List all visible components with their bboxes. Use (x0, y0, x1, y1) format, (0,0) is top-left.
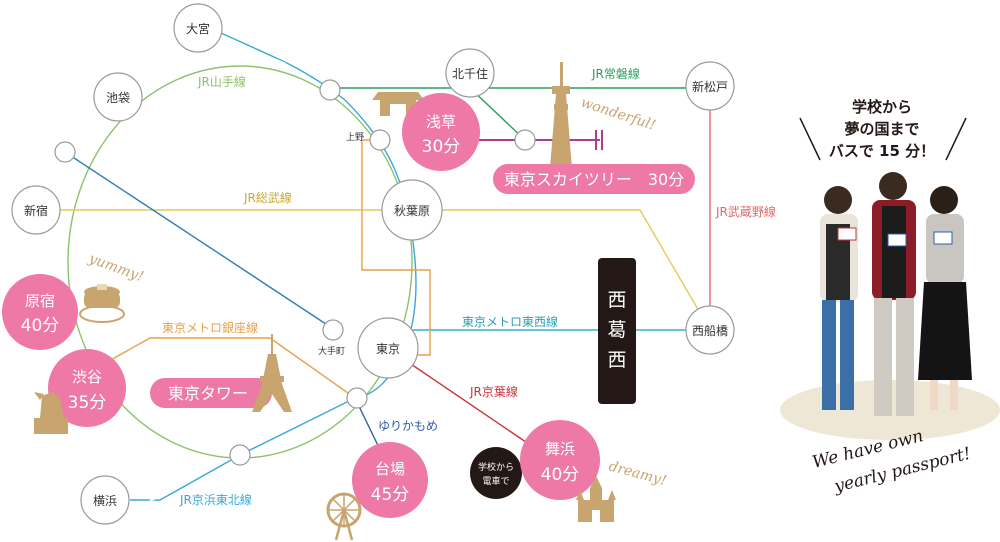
station-label-tokyo: 東京 (376, 342, 400, 356)
station-label-yokohama: 横浜 (93, 494, 117, 508)
by-train-line-1: 学校から (478, 461, 514, 473)
dest-skytree[interactable]: 東京スカイツリー 30分 (493, 164, 695, 194)
station-label-akihabara: 秋葉原 (394, 204, 430, 218)
pancake-icon (79, 284, 125, 323)
promo-line-2: 夢の国まで (844, 120, 919, 138)
student-1 (820, 186, 858, 410)
station-tokyo[interactable] (357, 317, 419, 379)
promo-heading: 学校から 夢の国まで バスで 15 分！ (799, 98, 967, 161)
station-shinmatsudo[interactable] (685, 61, 735, 111)
dest-tokyotower[interactable]: 東京タワー (150, 378, 272, 408)
ferris-wheel-icon (326, 492, 362, 541)
dest-harajuku-time: 40分 (21, 316, 60, 336)
line-label-ginza: 東京メトロ銀座線 (162, 320, 258, 335)
station-shinjuku[interactable] (11, 185, 61, 235)
dest-shibuya[interactable]: 渋谷 35分 (48, 349, 126, 427)
student-3 (918, 186, 972, 410)
line-label-yurikamome: ゆりかもめ (378, 419, 438, 433)
marunouchi-connector (64, 151, 336, 331)
station-nishifunabashi[interactable] (685, 305, 735, 355)
promo-line-1: 学校から (852, 98, 912, 116)
school-char-1: 西 (607, 289, 626, 311)
dest-shibuya-time: 35分 (68, 393, 107, 413)
station-ikebukuro[interactable] (93, 72, 143, 122)
castle-icon (576, 476, 616, 522)
sobu-line (38, 209, 711, 331)
dest-harajuku[interactable]: 原宿 40分 (2, 274, 78, 350)
line-label-sobu: JR総武線 (243, 190, 292, 205)
line-label-yamanote: JR山手線 (197, 74, 246, 89)
school-char-2: 葛 (607, 319, 626, 341)
station-label-nishifunabashi: 西船橋 (692, 324, 728, 338)
station-yokohama[interactable] (80, 475, 130, 525)
station-label-shinmatsudo: 新松戸 (692, 79, 728, 94)
line-label-keihin: JR京浜東北線 (179, 492, 252, 507)
by-train-line-2: 電車で (482, 475, 509, 487)
keiyo-line (404, 359, 546, 456)
dest-tokyotower-label: 東京タワー (168, 384, 248, 403)
school-char-3: 西 (607, 349, 626, 371)
hachiko-icon (34, 392, 68, 434)
station-omiya[interactable] (173, 3, 223, 53)
junction-nodes (54, 79, 536, 466)
station-nodes (11, 3, 735, 525)
student-photo (780, 172, 1000, 440)
station-kitasenju[interactable] (445, 48, 495, 98)
dreamy-text: dreamy! (607, 458, 668, 489)
promo-line-3: バスで 15 分！ (829, 142, 935, 160)
line-label-joban: JR常磐線 (591, 66, 640, 81)
station-label-ikebukuro: 池袋 (106, 91, 130, 105)
wonderful-text: wonderful! (579, 95, 658, 134)
line-label-tozai: 東京メトロ東西線 (462, 314, 558, 329)
dest-odaiba-time: 45分 (371, 485, 410, 505)
station-label-otemachi: 大手町 (318, 345, 345, 357)
dest-harajuku-name: 原宿 (25, 292, 55, 310)
dest-maihama-time: 40分 (541, 465, 580, 485)
station-label-omiya: 大宮 (186, 21, 210, 36)
dest-odaiba[interactable]: 台場 45分 (352, 442, 428, 518)
dest-asakusa-name: 浅草 (426, 113, 456, 131)
line-label-musashino: JR武蔵野線 (715, 204, 776, 219)
tokyotower-icon (252, 334, 292, 412)
yummy-text: yummy! (86, 250, 146, 285)
asakusa-gate-icon (372, 92, 424, 116)
dest-asakusa[interactable]: 浅草 30分 (402, 93, 480, 171)
station-label-kitasenju: 北千住 (452, 67, 488, 81)
dest-shibuya-name: 渋谷 (72, 368, 102, 386)
dest-odaiba-name: 台場 (375, 460, 405, 478)
dest-skytree-label: 東京スカイツリー 30分 (504, 170, 684, 189)
student-2 (872, 172, 916, 416)
skytree-icon (550, 62, 572, 168)
by-train-badge: 学校から 電車で (470, 447, 522, 499)
station-akihabara[interactable] (381, 179, 443, 241)
line-label-keiyo: JR京葉線 (469, 384, 518, 399)
dest-asakusa-time: 30分 (422, 137, 461, 157)
station-label-ueno: 上野 (346, 132, 364, 143)
school-nishikasai[interactable]: 西 葛 西 (598, 258, 636, 404)
station-label-shinjuku: 新宿 (24, 203, 48, 218)
dest-maihama-name: 舞浜 (545, 440, 575, 458)
dest-maihama[interactable]: 舞浜 40分 (520, 420, 600, 500)
